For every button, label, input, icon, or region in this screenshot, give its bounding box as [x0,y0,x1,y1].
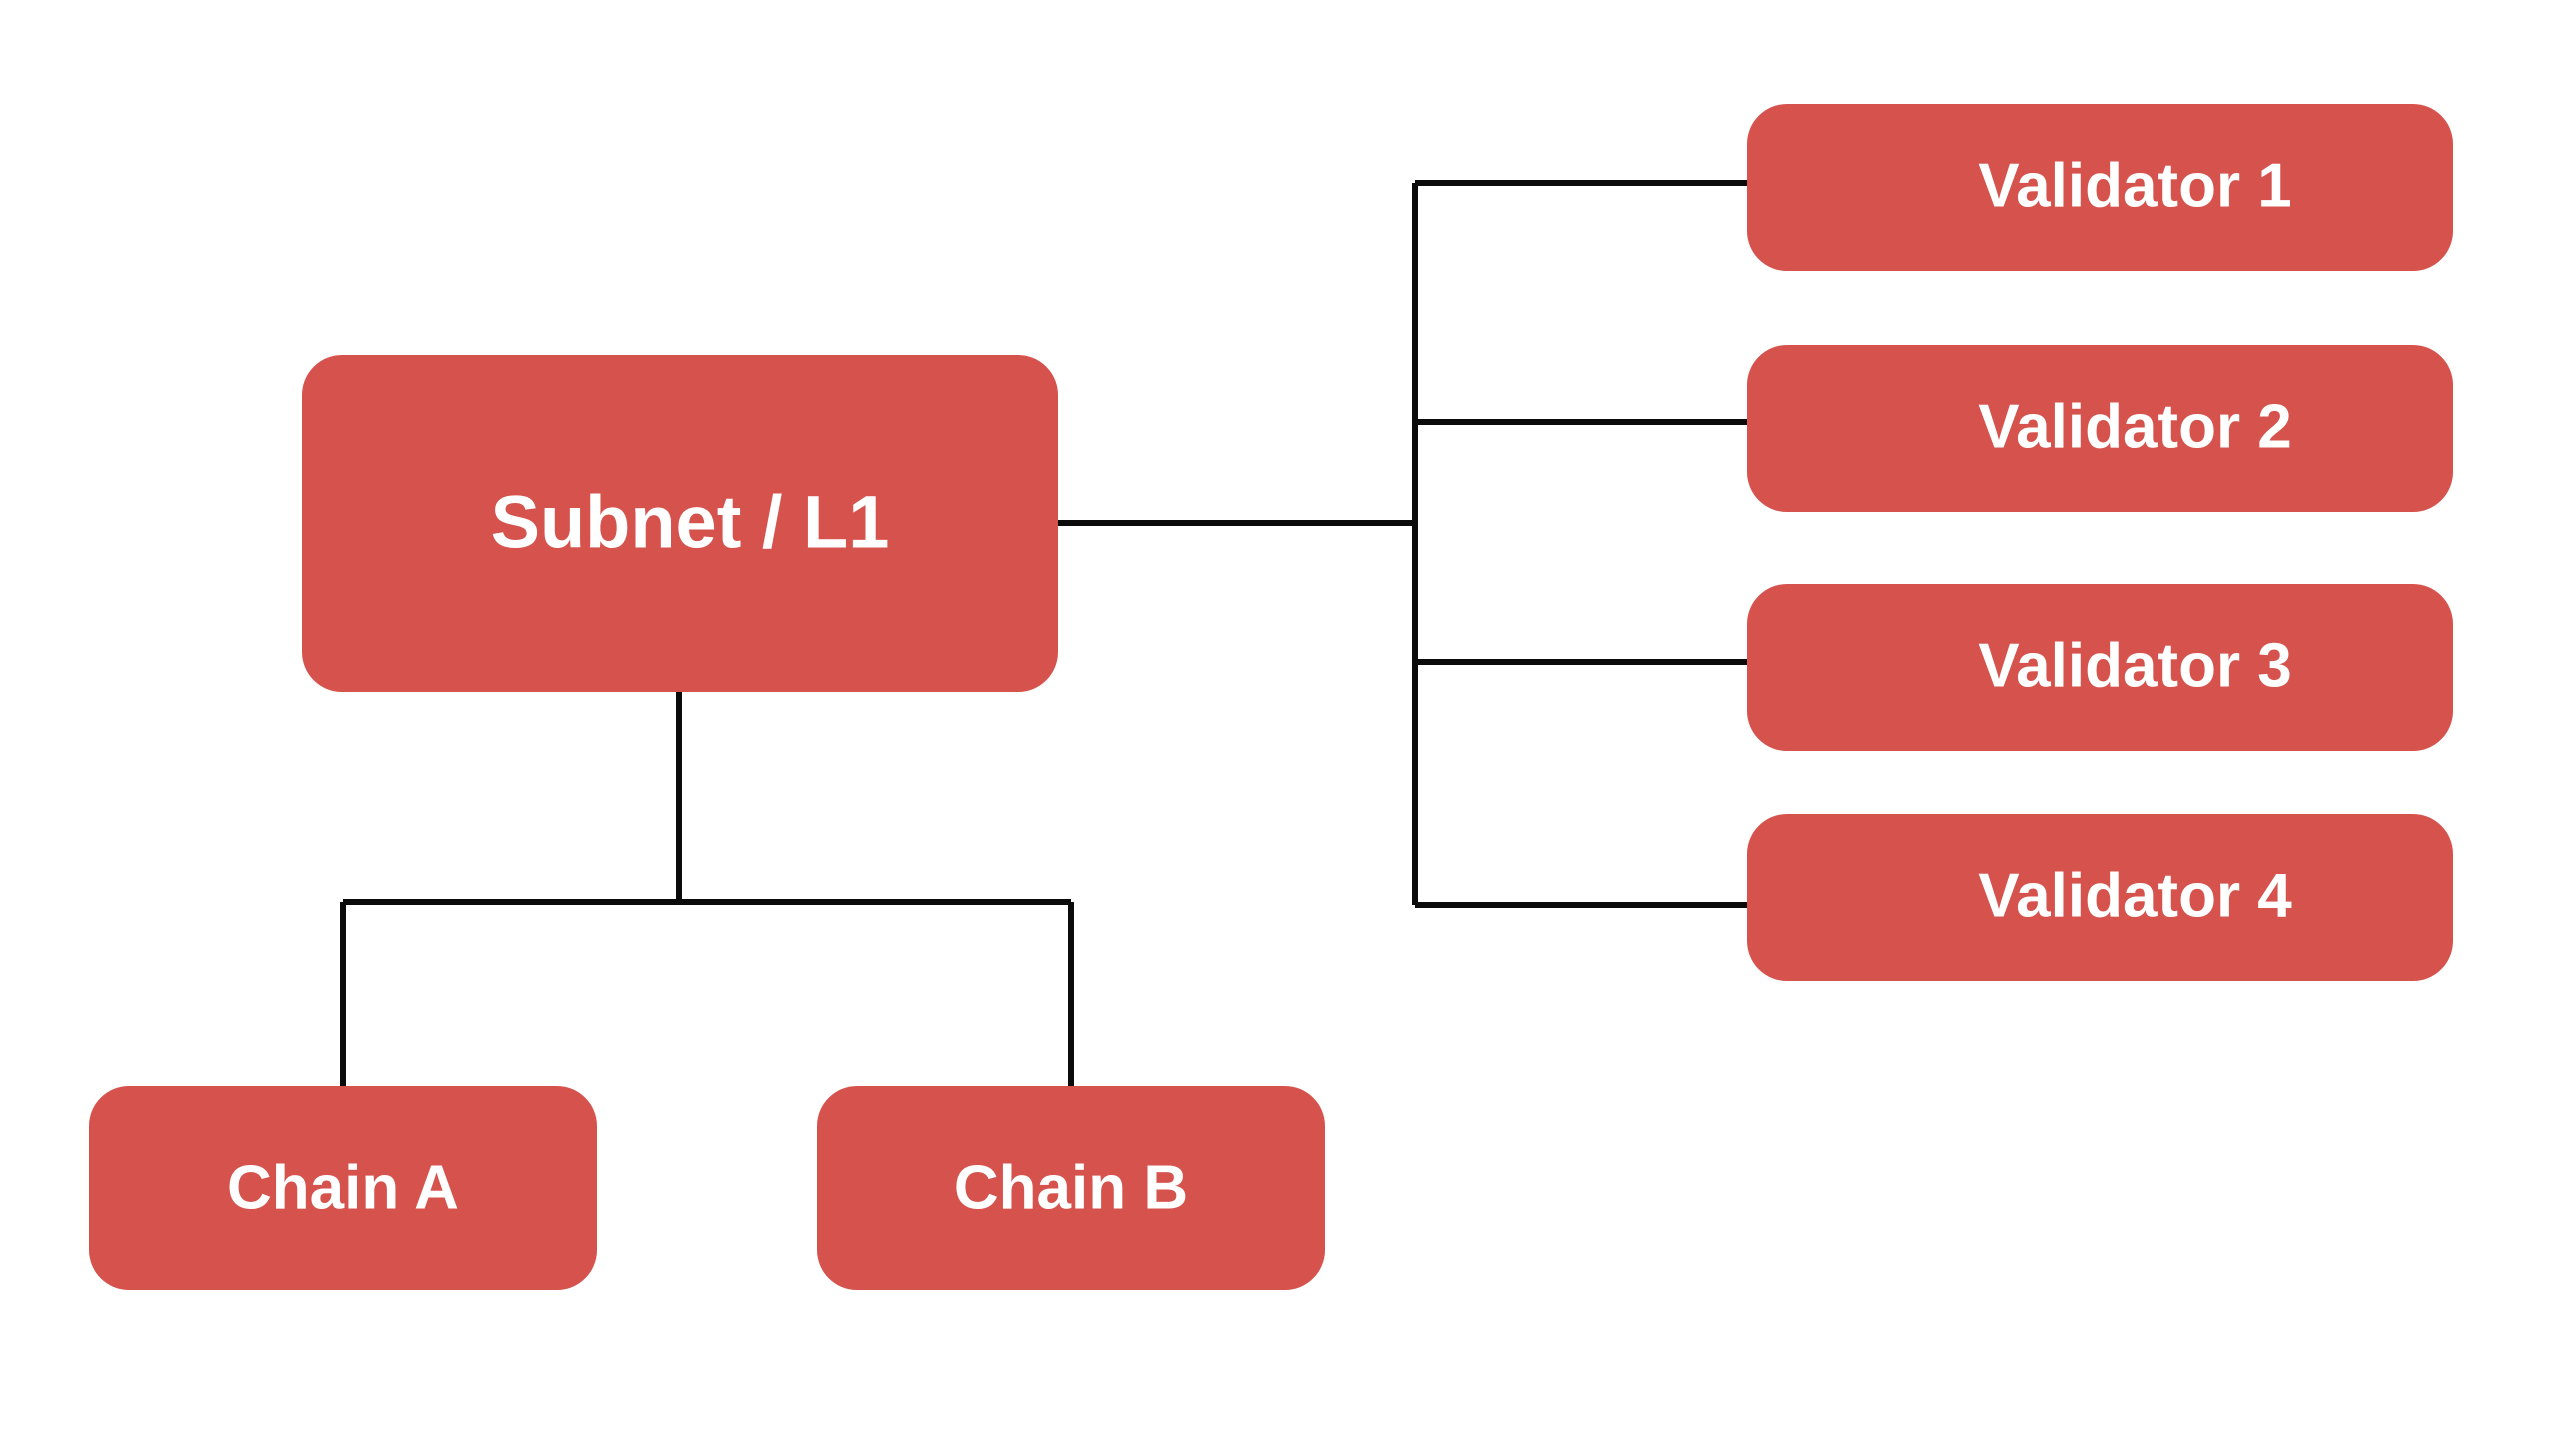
node-validator1[interactable]: Validator 1 [1747,104,2453,271]
node-chainA[interactable]: Chain A [89,1086,597,1290]
node-box-validator3[interactable] [1747,584,2453,751]
node-label-validator3: Validator 3 [1978,631,2292,700]
node-validator3[interactable]: Validator 3 [1747,584,2453,751]
node-box-validator1[interactable] [1747,104,2453,271]
node-box-validator4[interactable] [1747,814,2453,981]
node-chainB[interactable]: Chain B [817,1086,1325,1290]
node-validator4[interactable]: Validator 4 [1747,814,2453,981]
node-boxes-group: Subnet / L1 Validator 1 Validator 2 Validat… [89,104,2453,1290]
node-label-validator2: Validator 2 [1978,392,2292,461]
node-subnet[interactable]: Subnet / L1 [302,355,1058,692]
connector-edges-group [340,180,1750,1090]
node-box-chainB[interactable] [817,1086,1325,1290]
node-box-subnet[interactable] [302,355,1058,692]
node-box-validator2[interactable] [1747,345,2453,512]
node-box-chainA[interactable] [89,1086,597,1290]
node-label-chainB: Chain B [954,1153,1188,1222]
node-label-subnet: Subnet / L1 [491,481,890,564]
node-label-validator1: Validator 1 [1978,151,2292,220]
node-validator2[interactable]: Validator 2 [1747,345,2453,512]
node-label-chainA: Chain A [227,1153,459,1222]
node-label-validator4: Validator 4 [1978,861,2292,930]
